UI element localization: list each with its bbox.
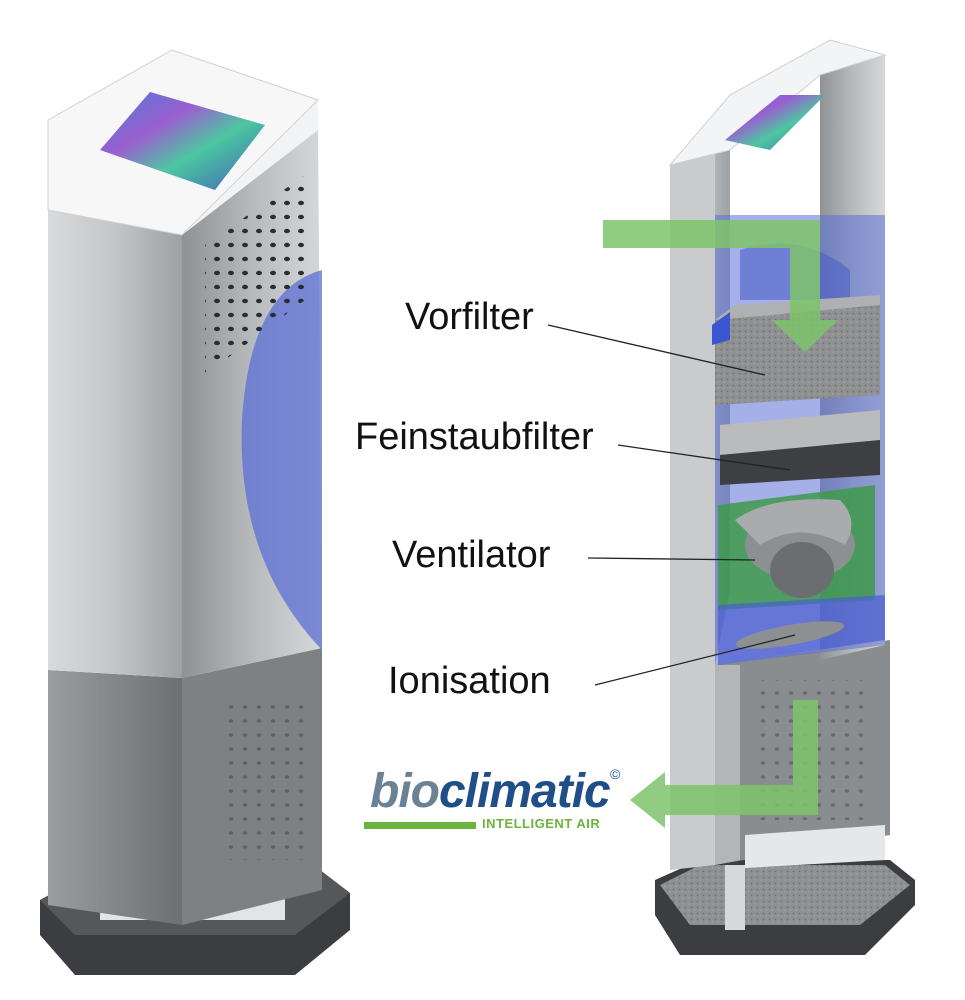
closed-air-purifier <box>40 49 350 975</box>
bioclimatic-logo: bioclimatic © INTELLIGENT AIR <box>364 764 634 834</box>
air-outlet-arrow <box>630 700 818 828</box>
logo-tagline: INTELLIGENT AIR <box>482 816 601 831</box>
fan-layer <box>718 485 875 610</box>
air-intake-arrow <box>603 220 838 352</box>
label-vorfilter: Vorfilter <box>405 296 534 338</box>
logo-wordmark: bioclimatic <box>370 764 611 819</box>
logo-accent-bar <box>364 822 476 829</box>
label-ventilator: Ventilator <box>392 534 551 576</box>
leader-line-feinstaubfilter <box>617 444 791 471</box>
logo-part-bio: bio <box>370 765 440 818</box>
display-screen <box>100 92 265 190</box>
fine-dust-filter-layer <box>720 410 880 485</box>
logo-copyright: © <box>610 766 621 782</box>
leader-line-ionisation <box>594 634 796 686</box>
ionisation-layer <box>718 595 885 665</box>
label-feinstaubfilter: Feinstaubfilter <box>355 416 594 458</box>
leader-line-vorfilter <box>547 324 766 376</box>
cutaway-air-purifier <box>603 39 915 955</box>
logo-part-climatic: climatic <box>438 765 611 818</box>
leader-line-ventilator <box>587 557 756 561</box>
label-ionisation: Ionisation <box>388 660 551 702</box>
